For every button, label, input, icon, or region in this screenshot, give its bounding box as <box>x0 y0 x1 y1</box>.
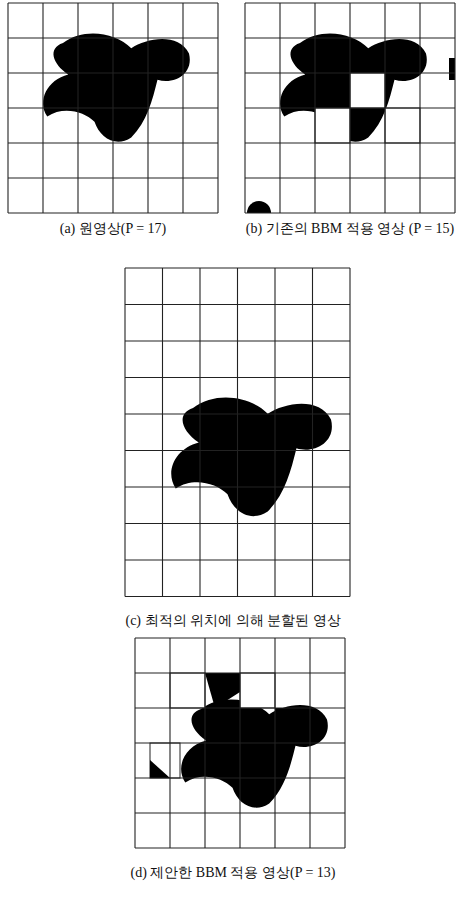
block-fragment <box>449 58 455 80</box>
grid <box>8 3 218 213</box>
grid <box>135 638 345 848</box>
block <box>315 108 350 143</box>
block-fragment <box>205 673 240 708</box>
block <box>170 673 205 708</box>
block-fragment <box>150 760 170 778</box>
block <box>150 743 180 778</box>
block-fragment <box>247 201 271 213</box>
object-blob <box>171 398 332 517</box>
block-fragment <box>275 708 305 720</box>
object-blob <box>43 33 190 141</box>
panel-caption: (c) 최적의 위치에 의해 분할된 영상 <box>40 610 426 631</box>
grid <box>125 268 350 597</box>
block <box>350 73 385 108</box>
grid <box>245 3 455 213</box>
object-blob <box>181 699 328 807</box>
panel-caption: (a) 원영상(P = 17) <box>8 218 218 239</box>
block <box>385 108 420 143</box>
panel-caption: (b) 기존의 BBM 적용 영상 (P = 15) <box>245 218 455 239</box>
block <box>240 673 275 708</box>
panel-caption: (d) 제안한 BBM 적용 영상(P = 13) <box>40 862 426 883</box>
